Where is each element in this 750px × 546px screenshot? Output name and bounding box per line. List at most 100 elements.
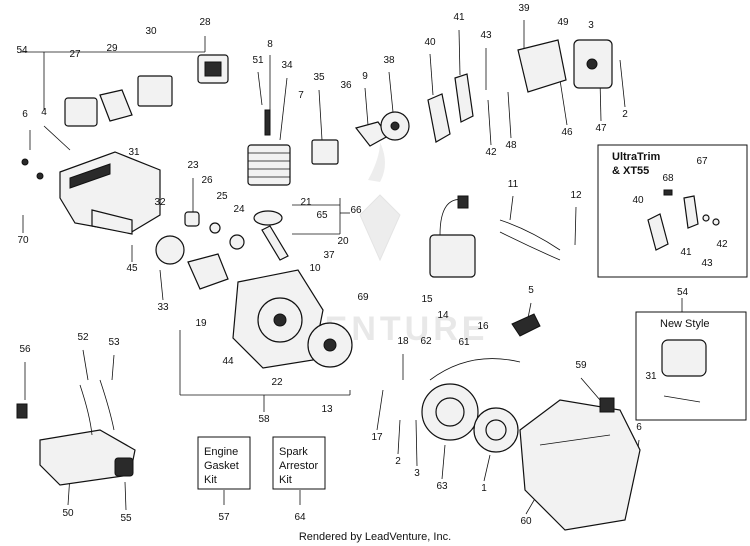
callout-45: 45 [126,263,138,274]
engine-gasket-kit-line2: Gasket [204,460,239,472]
callout-34: 34 [281,60,293,71]
callout-32: 32 [154,197,166,208]
spark-arrestor-kit-line3: Kit [279,474,292,486]
callout-6: 6 [22,109,28,120]
callout-21: 21 [300,197,312,208]
callout-14: 14 [437,310,449,321]
callout-42: 42 [485,147,497,158]
callout-31: 31 [128,147,140,158]
callout-7: 7 [298,90,304,101]
callout-50: 50 [62,508,74,519]
callout-54: 54 [16,45,28,56]
callout-36: 36 [340,80,352,91]
callout-27: 27 [69,49,81,60]
callout-41: 41 [453,12,465,23]
engine-cover [21,151,161,235]
callout-5: 5 [528,285,534,296]
ultratrim-title-line1: UltraTrim [612,151,661,163]
new-style-header-number: 54 [677,287,689,298]
callout-46: 46 [561,127,573,138]
callout-66: 66 [350,205,362,216]
ultratrim_box.callouts-41: 41 [680,247,692,258]
callout-44: 44 [222,356,234,367]
callout-47: 47 [595,123,607,134]
callout-24: 24 [233,204,245,215]
callout-62: 62 [420,336,432,347]
carburetor-group [311,111,410,165]
callout-9: 9 [362,71,368,82]
fuel-tank [16,379,136,486]
spark-arrestor-kit-line2: Arrestor [279,460,318,472]
callout-23: 23 [187,160,199,171]
callout-15: 15 [421,294,433,305]
callout-19: 19 [195,318,207,329]
callout-30: 30 [145,26,157,37]
callout-6: 6 [636,422,642,433]
callout-58: 58 [258,414,270,425]
callout-48: 48 [505,140,517,151]
callout-49: 49 [557,17,569,28]
ultratrim_box.callouts-68: 68 [662,173,674,184]
callout-26: 26 [201,175,213,186]
callout-13: 13 [321,404,333,415]
muffler-group [427,39,613,143]
callout-63: 63 [436,481,448,492]
callout-18: 18 [397,336,409,347]
callout-65: 65 [316,210,328,221]
callout-10: 10 [309,263,321,274]
callout-4: 4 [41,107,47,118]
callout-70: 70 [17,235,29,246]
crankshaft-piston [155,210,289,290]
callout-3: 3 [588,20,594,31]
callout-28: 28 [199,17,211,28]
callout-52: 52 [77,332,89,343]
callout-1: 1 [481,483,487,494]
ignition-module [429,195,561,278]
callout-53: 53 [108,337,120,348]
engine-gasket-kit-line3: Kit [204,474,217,486]
callout-57: 57 [218,512,230,523]
callout-33: 33 [157,302,169,313]
crankcase [232,269,353,369]
callout-35: 35 [313,72,325,83]
callout-2: 2 [622,109,628,120]
callout-51: 51 [252,55,264,66]
ultratrim_box.callouts-42: 42 [716,239,728,250]
callout-29: 29 [106,43,118,54]
engine-gasket-kit-line1: Engine [204,446,238,458]
callout-20: 20 [337,236,349,247]
callout-38: 38 [383,55,395,66]
ultratrim_box.callouts-43: 43 [701,258,713,269]
starter-group [421,313,541,453]
callout-69: 69 [357,292,369,303]
callout-37: 37 [323,250,335,261]
spark-arrestor-kit-box: Spark Arrestor Kit [272,436,326,490]
air-filter-assembly [64,54,229,127]
callout-59: 59 [575,360,587,371]
callout-12: 12 [570,190,582,201]
callout-61: 61 [458,337,470,348]
callout-40: 40 [424,37,436,48]
callout-39: 39 [518,3,530,14]
callout-22: 22 [271,377,283,388]
callout-2: 2 [395,456,401,467]
starter-housing [519,397,641,531]
new-style-box: 54 New Style 31 [635,287,747,421]
footer-credit: Rendered by LeadVenture, Inc. [299,531,451,543]
cylinder [247,109,291,186]
callout-25: 25 [216,191,228,202]
spark-arrestor-kit-line1: Spark [279,446,308,458]
callout-55: 55 [120,513,132,524]
new-style-title: New Style [660,318,710,330]
callout-60: 60 [520,516,532,527]
engine-gasket-kit-box: Engine Gasket Kit [197,436,251,490]
callout-3: 3 [414,468,420,479]
callout-17: 17 [371,432,383,443]
callout-56: 56 [19,344,31,355]
callout-64: 64 [294,512,306,523]
callout-11: 11 [508,179,519,190]
callout-8: 8 [267,39,273,50]
